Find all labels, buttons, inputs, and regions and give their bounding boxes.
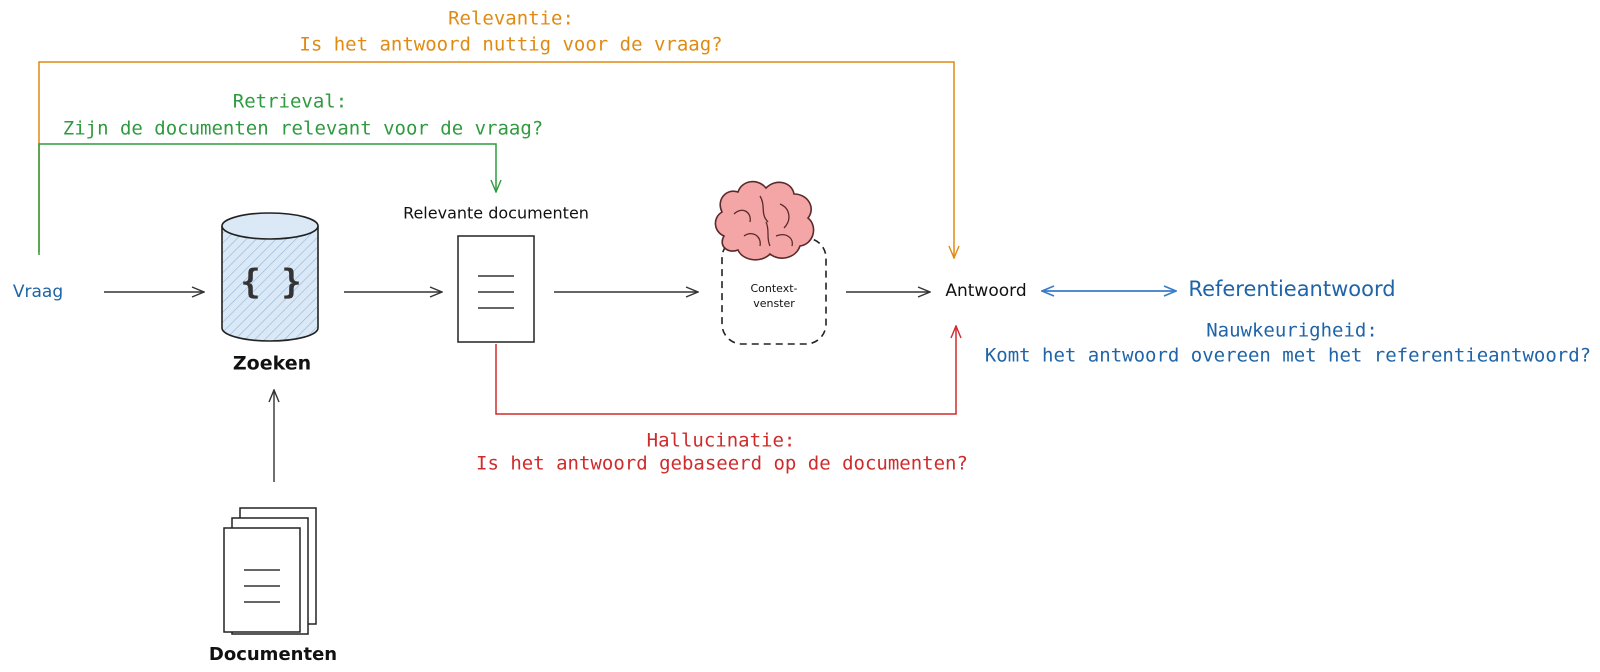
search-symbol: { }: [240, 263, 301, 303]
documents-label: Documenten: [209, 644, 337, 665]
hallucination-question: Is het antwoord gebaseerd op de document…: [476, 453, 968, 475]
retrieval-connector: [38, 143, 496, 255]
question-label: Vraag: [13, 282, 63, 302]
accuracy-question: Komt het antwoord overeen met het refere…: [985, 345, 1591, 367]
brain-icon: [714, 180, 815, 261]
relevant-docs-label: Relevante documenten: [403, 204, 589, 223]
accuracy-title: Nauwkeurigheid:: [1206, 320, 1378, 342]
database-icon: [221, 212, 319, 342]
context-label-line1: Context-: [750, 282, 797, 295]
relevance-question: Is het antwoord nuttig voor de vraag?: [299, 34, 722, 56]
answer-label: Antwoord: [945, 281, 1026, 301]
retrieval-question: Zijn de documenten relevant voor de vraa…: [63, 118, 543, 140]
hallucination-connector: [495, 326, 956, 415]
retrieval-title: Retrieval:: [233, 91, 347, 113]
search-label: Zoeken: [233, 353, 311, 375]
document-stack-icon: [223, 507, 317, 635]
reference-answer-label: Referentieantwoord: [1188, 277, 1395, 301]
relevance-title: Relevantie:: [448, 8, 574, 30]
document-icon: [457, 235, 535, 343]
hallucination-title: Hallucinatie:: [647, 430, 796, 452]
context-label-line2: venster: [753, 297, 795, 310]
